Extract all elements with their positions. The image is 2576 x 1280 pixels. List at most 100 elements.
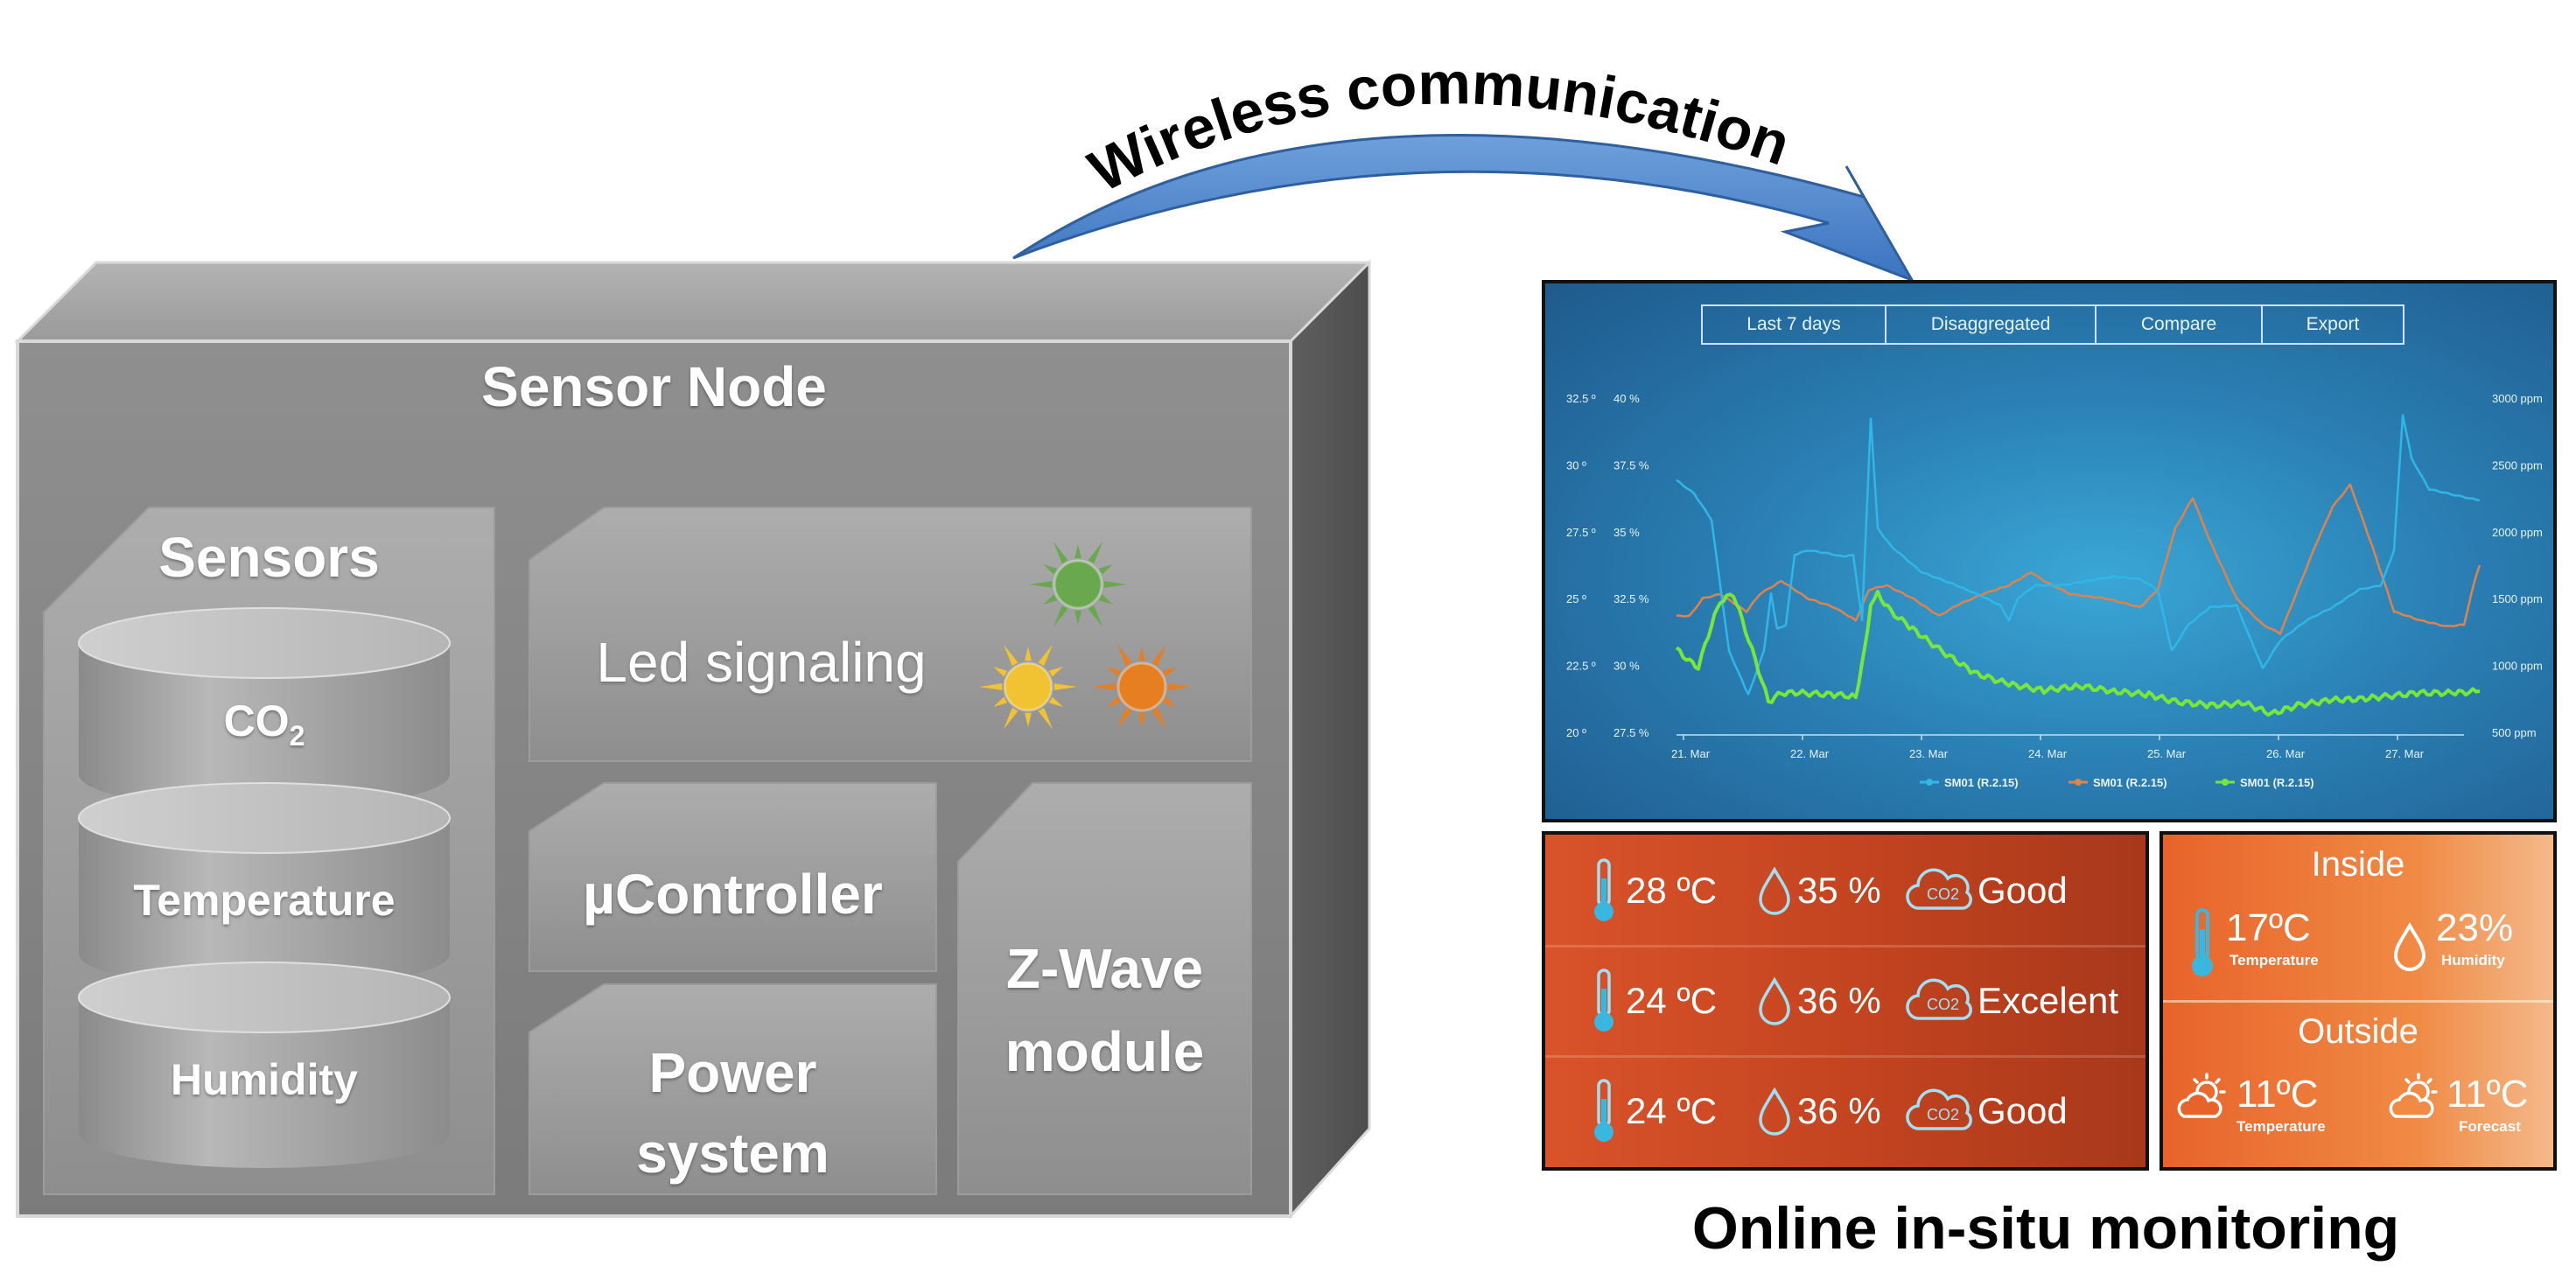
inside-title: Inside [2311, 845, 2405, 884]
thermometer-icon [1594, 1079, 1614, 1142]
status-temp: 28 ºC [1626, 870, 1718, 911]
x-tick-label: 22. Mar [1790, 747, 1830, 760]
status-quality: Good [1978, 870, 2068, 911]
co2-label: CO2 [223, 696, 305, 752]
droplet-icon [1759, 866, 1790, 915]
status-row: 28 ºC 35 % CO2 Good [1545, 835, 2146, 945]
left-temp-tick: 25 º [1566, 592, 1586, 605]
thermometer-icon [1594, 858, 1614, 921]
temperature-label: Temperature [133, 876, 396, 925]
status-panel: 28 ºC 35 % CO2 Good 24 ºC 36 % [1542, 831, 2149, 1171]
left-humidity-tick: 40 % [1614, 392, 1640, 405]
status-temp: 24 ºC [1626, 1090, 1718, 1131]
series-blue-line [1676, 414, 2481, 696]
svg-text:CO2: CO2 [1927, 1106, 1959, 1123]
outside-temp-label: Temperature [2236, 1118, 2326, 1135]
controller-label: µController [583, 863, 883, 926]
left-temp-tick: 27.5 º [1566, 526, 1596, 539]
x-tick-label: 23. Mar [1909, 747, 1949, 760]
droplet-icon [1759, 1087, 1790, 1136]
status-quality: Excelent [1978, 980, 2119, 1021]
status-quality: Good [1978, 1090, 2068, 1131]
right-ppm-tick: 1000 ppm [2492, 660, 2543, 673]
yellow-led-icon [979, 644, 1077, 730]
inside-temp-label: Temperature [2230, 952, 2319, 969]
x-tick-label: 24. Mar [2028, 747, 2068, 760]
series-orange-line [1676, 483, 2482, 635]
sensor-node-title: Sensor Node [481, 355, 827, 418]
forecast-cloud-icon [2389, 1073, 2438, 1118]
x-tick-label: 21. Mar [1671, 747, 1711, 760]
sensor-node-diagram [14, 259, 1371, 1220]
right-ppm-tick: 3000 ppm [2492, 392, 2543, 405]
right-ppm-tick: 1500 ppm [2492, 592, 2543, 605]
led-label: Led signaling [596, 631, 927, 694]
x-tick-label: 26. Mar [2266, 747, 2306, 760]
status-humidity: 36 % [1797, 980, 1881, 1021]
thermometer-icon [2192, 908, 2213, 976]
svg-text:CO2: CO2 [1927, 885, 1959, 903]
legend-entry[interactable]: SM01 (R.2.15) [2093, 776, 2167, 789]
weather-panel: Inside Outside 17ºC Temperature 23% Humi… [2160, 831, 2557, 1171]
status-temp: 24 ºC [1626, 980, 1718, 1021]
outside-title: Outside [2298, 1012, 2418, 1051]
co2-cloud-icon: CO2 [1906, 978, 1972, 1020]
controller-module [528, 782, 937, 972]
right-ppm-tick: 500 ppm [2492, 726, 2537, 739]
co2-cloud-icon: CO2 [1906, 1088, 1972, 1130]
disaggregated-button[interactable]: Disaggregated [1886, 306, 2096, 343]
left-humidity-tick: 30 % [1614, 660, 1640, 673]
outside-temp: 11ºC [2236, 1073, 2319, 1116]
sensors-title: Sensors [158, 526, 380, 589]
legend-entry[interactable]: SM01 (R.2.15) [1944, 776, 2019, 789]
co2-cloud-icon: CO2 [1906, 868, 1972, 910]
droplet-icon [1759, 976, 1790, 1025]
left-temp-tick: 20 º [1566, 726, 1586, 739]
right-ppm-tick: 2000 ppm [2492, 526, 2543, 539]
left-temp-tick: 32.5 º [1566, 392, 1596, 405]
left-humidity-tick: 32.5 % [1614, 592, 1649, 605]
outside-forecast-label: Forecast [2459, 1118, 2521, 1135]
power-module [528, 983, 937, 1195]
x-tick-label: 25. Mar [2147, 747, 2187, 760]
orange-led-icon [1093, 644, 1191, 730]
status-row: 24 ºC 36 % CO2 Good [1545, 1055, 2146, 1165]
svg-text:CO2: CO2 [1927, 996, 1959, 1013]
chart-button-bar: Last 7 days Disaggregated Compare Export [1701, 304, 2404, 345]
humidity-cylinder [78, 962, 451, 1168]
inside-humidity-label: Humidity [2441, 952, 2505, 969]
thermometer-icon [1594, 969, 1614, 1032]
co2-cylinder [78, 607, 451, 809]
dashboard-chart-panel: Last 7 days Disaggregated Compare Export… [1542, 280, 2557, 822]
status-row: 24 ºC 36 % CO2 Excelent [1545, 945, 2146, 1055]
sensor-node-side [1289, 259, 1371, 1220]
left-humidity-tick: 37.5 % [1614, 458, 1649, 472]
temperature-cylinder [78, 782, 451, 989]
right-ppm-tick: 2500 ppm [2492, 458, 2543, 472]
humidity-label: Humidity [171, 1055, 358, 1104]
export-button[interactable]: Export [2306, 314, 2360, 334]
wireless-arrow-body [1012, 134, 1915, 283]
left-humidity-tick: 27.5 % [1614, 726, 1649, 739]
zwave-module [957, 782, 1252, 1195]
droplet-icon [2393, 922, 2426, 971]
compare-button[interactable]: Compare [2096, 306, 2263, 343]
monitoring-label: Online in-situ monitoring [1691, 1195, 2400, 1262]
series-green-line [1675, 590, 2481, 717]
legend-entry[interactable]: SM01 (R.2.15) [2240, 776, 2314, 789]
outside-forecast: 11ºC [2446, 1073, 2529, 1116]
status-humidity: 35 % [1797, 870, 1881, 911]
green-led-icon [1029, 542, 1127, 627]
inside-humidity: 23% [2436, 906, 2514, 949]
inside-temp: 17ºC [2226, 906, 2311, 949]
left-humidity-tick: 35 % [1614, 526, 1640, 539]
partly-cloudy-icon [2177, 1073, 2226, 1118]
last-7-days-button[interactable]: Last 7 days [1703, 306, 1886, 343]
wireless-arrow: Wireless communication [1012, 50, 1915, 283]
x-tick-label: 27. Mar [2385, 747, 2425, 760]
status-humidity: 36 % [1797, 1090, 1881, 1131]
left-temp-tick: 22.5 º [1566, 660, 1596, 673]
